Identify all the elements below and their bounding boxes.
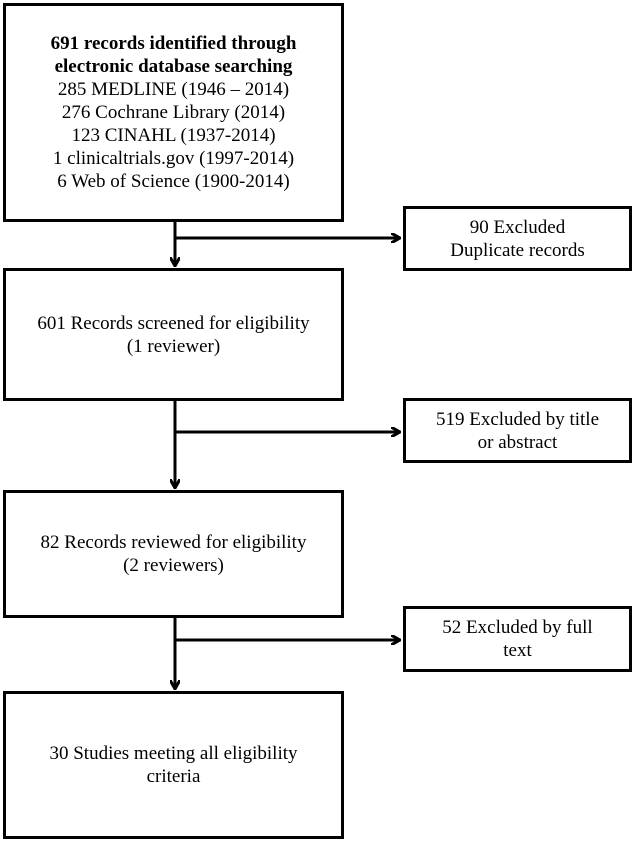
excluded-duplicates-line1: 90 Excluded (469, 216, 566, 238)
records-reviewed-line2: (2 reviewers) (123, 555, 224, 576)
studies-included-box: 30 Studies meeting all eligibility crite… (3, 691, 344, 839)
excluded-fulltext-line2: text (503, 640, 532, 661)
records-reviewed-line1: 82 Records reviewed for eligibility (40, 532, 307, 553)
studies-included-line2: criteria (146, 766, 201, 787)
records-screened-line1: 601 Records screened for eligibility (37, 312, 310, 334)
records-identified-title-line2: electronic database searching (54, 56, 293, 77)
records-screened-box: 601 Records screened for eligibility (1 … (3, 268, 344, 401)
source-cochrane: 276 Cochrane Library (2014) (61, 102, 286, 123)
excluded-duplicates-box: 90 Excluded Duplicate records (403, 206, 632, 271)
source-web-of-science: 6 Web of Science (1900-2014) (57, 171, 290, 192)
records-screened-line2: (1 reviewer) (126, 335, 221, 357)
excluded-title-abstract-box: 519 Excluded by title or abstract (403, 398, 632, 463)
excluded-full-text-box: 52 Excluded by full text (403, 606, 632, 672)
source-medline: 285 MEDLINE (1946 – 2014) (57, 79, 290, 100)
source-clinicaltrials: 1 clinicaltrials.gov (1997-2014) (52, 148, 295, 169)
excluded-title-line1: 519 Excluded by title (435, 408, 600, 430)
records-reviewed-box: 82 Records reviewed for eligibility (2 r… (3, 490, 344, 618)
records-identified-title-line1: 691 records identified through (50, 33, 297, 54)
records-identified-box: 691 records identified through electroni… (3, 3, 344, 222)
excluded-duplicates-line2: Duplicate records (450, 239, 585, 261)
studies-included-line1: 30 Studies meeting all eligibility (49, 743, 298, 764)
excluded-fulltext-line1: 52 Excluded by full (442, 617, 593, 638)
excluded-title-line2: or abstract (477, 431, 558, 453)
source-cinahl: 123 CINAHL (1937-2014) (71, 125, 276, 146)
